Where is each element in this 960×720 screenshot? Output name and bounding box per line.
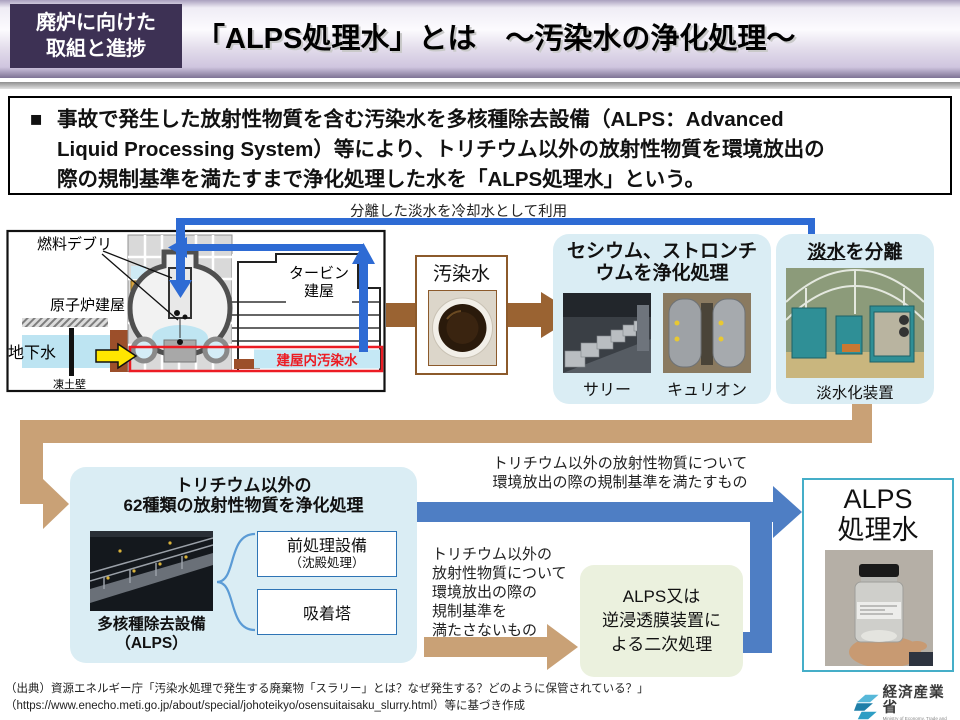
not-meets-standard-text: トリチウム以外の 放射性物質について 環境放出の際の 規制基準を 満たさないもの — [432, 545, 592, 640]
containment-vessel — [127, 249, 233, 363]
ground-hatch — [22, 318, 108, 327]
lead-bullet: ■ — [30, 108, 43, 131]
groundwater-label: 地下水 — [8, 344, 56, 362]
cesium-title-2: ウムを浄化処理 — [595, 263, 729, 284]
recycle-water-label: 分離した淡水を冷却水として利用 — [350, 204, 568, 220]
desalination-photo-label: 淡水化装置 — [816, 385, 894, 402]
adsorption-tower-label: 吸着塔 — [302, 606, 351, 623]
turbine-label-2: 建屋 — [304, 283, 334, 300]
not-meets-line2: 放射性物質について — [432, 565, 567, 582]
series-badge: 廃炉に向けた 取組と進捗 — [10, 4, 182, 68]
cesium-title-1: セシウム、ストロンチ — [566, 241, 757, 262]
badge-line1: 廃炉に向けた — [36, 12, 156, 34]
alps-water-label-2: 処理水 — [837, 515, 919, 545]
frozen-wall-bar — [69, 328, 74, 376]
building-water-fill — [254, 349, 380, 369]
page-title: 「ALPS処理水」とは ～汚染水の浄化処理～ — [196, 23, 796, 55]
alps-equipment-label-2: （ALPS） — [115, 635, 188, 652]
meti-name: 経済産業省 — [882, 685, 945, 716]
meets-standard-text: トリチウム以外の放射性物質について 環境放出の際の規制基準を満たすもの — [430, 455, 810, 492]
badge-line2: 取組と進捗 — [46, 38, 146, 60]
tan-flow-path — [20, 404, 872, 529]
alps-purification-box: トリチウム以外の 62種類の放射性物質を浄化処理 多核種除去設備 （ALPS） … — [70, 467, 417, 663]
lead-line3: 際の規制基準を満たすまで浄化処理した水を「ALPS処理水」という。 — [57, 168, 705, 191]
fuel-debris-label: 燃料デブリ — [37, 235, 112, 253]
sarry-label: サリー — [582, 382, 631, 399]
not-meets-line1: トリチウム以外の — [432, 546, 553, 563]
header-divider — [0, 82, 960, 89]
adsorption-tower-box: 吸着塔 — [257, 589, 397, 635]
contaminated-water-label: 汚染水 — [432, 264, 490, 285]
building-water-label: 建屋内汚染水 — [276, 352, 358, 368]
not-meets-line3: 環境放出の際の — [432, 584, 538, 601]
sarry-photo — [563, 293, 651, 373]
fuel-debris-pointers — [101, 250, 179, 321]
source-line1: （出典）資源エネルギー庁「汚染水処理で発生する廃棄物「スラリー」とは？なぜ発生す… — [5, 683, 649, 695]
torus-left — [130, 336, 158, 364]
desalination-photo — [786, 268, 924, 378]
kurion-label: キュリオン — [666, 382, 747, 399]
meti-name-en: Ministry of Economy, Trade and Industry — [882, 716, 947, 720]
lead-text: 事故で発生した放射性物質を含む汚染水を多核種除去設備（ALPS：Advanced… — [57, 105, 937, 195]
lead-line1: 事故で発生した放射性物質を含む汚染水を多核種除去設備（ALPS：Advanced — [57, 108, 784, 131]
cooling-pipe — [178, 218, 815, 238]
desal-title-underlined: 淡水 — [807, 242, 846, 263]
blue-arrow-main — [415, 486, 802, 653]
circulation-arrows — [168, 218, 375, 352]
alps-equipment-label-1: 多核種除去設備 — [97, 616, 206, 633]
alps-title-2: 62種類の放射性物質を浄化処理 — [123, 496, 364, 515]
alps-treated-water-box: ALPS 処理水 — [802, 478, 954, 672]
reactor-building-label: 原子炉建屋 — [50, 297, 125, 314]
desalination-box: 淡水を分離 淡水化装置 — [776, 234, 934, 404]
pretreatment-label-2: （沈殿処理） — [289, 555, 365, 570]
pretreatment-box: 前処理設備 （沈殿処理） — [257, 531, 397, 577]
source-note: （出典）資源エネルギー庁「汚染水処理で発生する廃棄物「スラリー」とは？なぜ発生す… — [5, 681, 705, 715]
secondary-line2: 逆浸透膜装置に — [602, 611, 721, 630]
meti-logo: 経済産業省 Ministry of Economy, Trade and Ind… — [854, 686, 960, 720]
tan-arrow-secondary — [424, 624, 578, 670]
pretreatment-label-1: 前処理設備 — [286, 537, 367, 555]
cesium-strontium-box: セシウム、ストロンチ ウムを浄化処理 サリー キュリオン — [553, 234, 771, 404]
not-meets-line5: 満たさないもの — [432, 622, 538, 639]
bracket — [216, 532, 256, 632]
meti-mark-icon — [854, 694, 879, 720]
contaminated-water-photo — [428, 290, 497, 366]
wall-block-right — [234, 359, 260, 369]
meets-standard-line2: 環境放出の際の規制基準を満たすもの — [492, 473, 748, 491]
alps-title-1: トリチウム以外の — [175, 476, 312, 495]
secondary-treatment-box: ALPS又は 逆浸透膜装置に よる二次処理 — [580, 565, 743, 677]
secondary-line1: ALPS又は — [622, 587, 701, 606]
lead-line2: Liquid Processing System）等により、トリチウム以外の放射… — [57, 138, 825, 161]
source-line2: （https://www.enecho.meti.go.jp/about/spe… — [5, 700, 526, 712]
turbine-label-1: タービン — [289, 265, 349, 282]
alps-water-photo — [825, 550, 933, 666]
alps-equipment-photo — [90, 531, 213, 611]
not-meets-line4: 規制基準を — [432, 603, 508, 620]
frozen-wall-label: 凍土壁 — [53, 377, 86, 391]
kurion-photo — [663, 293, 751, 373]
reactor-schematic: タービン 建屋 建屋内汚染水 燃料デブリ 原子炉建屋 地下水 凍土壁 — [6, 218, 386, 393]
alps-water-label-1: ALPS — [843, 484, 913, 514]
lead-box: ■ 事故で発生した放射性物質を含む汚染水を多核種除去設備（ALPS：Advanc… — [8, 96, 952, 195]
desal-title-rest: を分離 — [845, 242, 903, 263]
groundwater-arrow-icon — [95, 342, 138, 370]
secondary-line3: よる二次処理 — [610, 635, 713, 654]
contaminated-water-box: 汚染水 — [415, 255, 508, 375]
torus-right — [202, 336, 230, 364]
meets-standard-line1: トリチウム以外の放射性物質について — [492, 455, 748, 472]
